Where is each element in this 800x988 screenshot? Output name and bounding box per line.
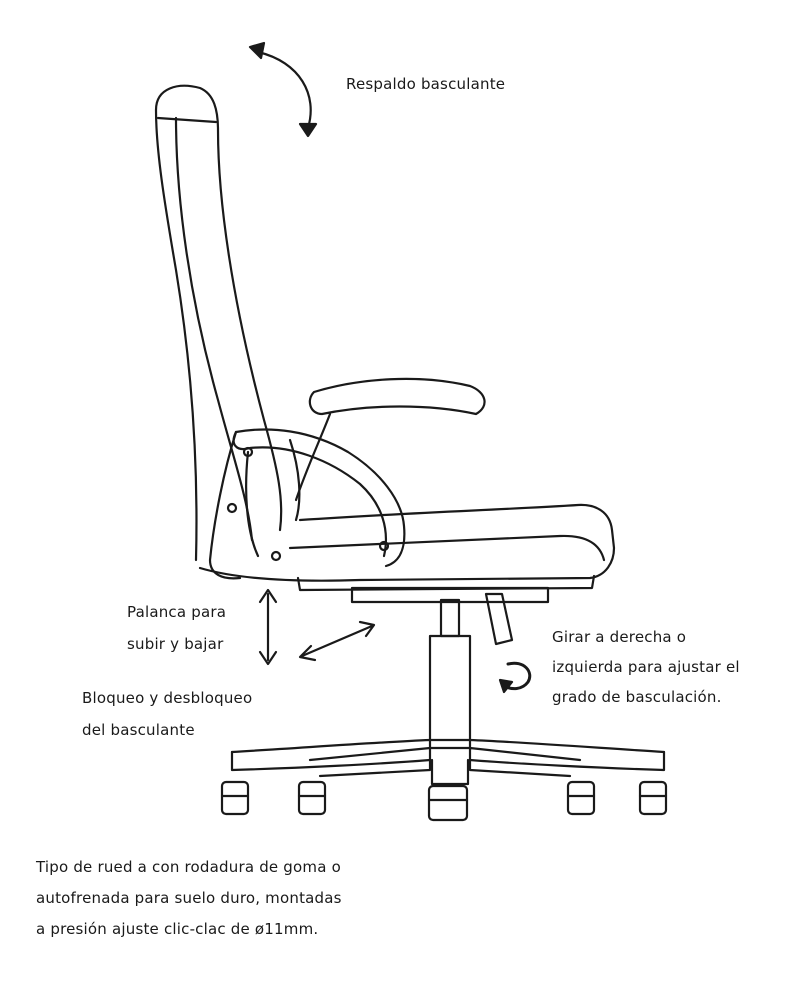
- lift-lever-label-line-1: Palanca para: [127, 603, 227, 621]
- mechanism: [350, 586, 550, 750]
- tilt-lock-label-line-1: Bloqueo y desbloqueo: [82, 689, 253, 707]
- diagonal-arrow-icon: [298, 620, 376, 662]
- rotate-arrow-icon: [498, 661, 532, 694]
- seat: [198, 503, 616, 592]
- tension-knob-label: Girar a derecha o izquierda para ajustar…: [552, 622, 740, 712]
- far-armrest: [288, 377, 486, 522]
- lift-lever-label: Palanca para subir y bajar: [127, 596, 226, 660]
- tilt-lock-label: Bloqueo y desbloqueo del basculante: [82, 682, 252, 746]
- near-armrest: [208, 428, 406, 580]
- tension-knob-label-line-3: grado de basculación.: [552, 688, 722, 706]
- caster-wheels: [220, 780, 668, 822]
- tension-knob-label-line-1: Girar a derecha o: [552, 628, 687, 646]
- tension-knob-label-line-2: izquierda para ajustar el: [552, 658, 740, 676]
- backrest-tilt-label: Respaldo basculante: [346, 75, 506, 93]
- wheels-note: Tipo de rued a con rodadura de goma o au…: [36, 852, 342, 945]
- wheels-note-line-2: autofrenada para suelo duro, montadas: [36, 889, 342, 907]
- wheels-note-line-3: a presión ajuste clic-clac de ø11mm.: [36, 920, 319, 938]
- wheels-note-line-1: Tipo de rued a con rodadura de goma o: [36, 858, 341, 876]
- tilt-lock-label-line-2: del basculante: [82, 721, 195, 739]
- lift-lever-label-line-2: subir y bajar: [127, 635, 224, 653]
- backrest: [154, 84, 283, 562]
- base: [230, 738, 666, 786]
- up-down-arrow-icon: [258, 588, 278, 666]
- tilt-arrow-icon: [248, 41, 318, 138]
